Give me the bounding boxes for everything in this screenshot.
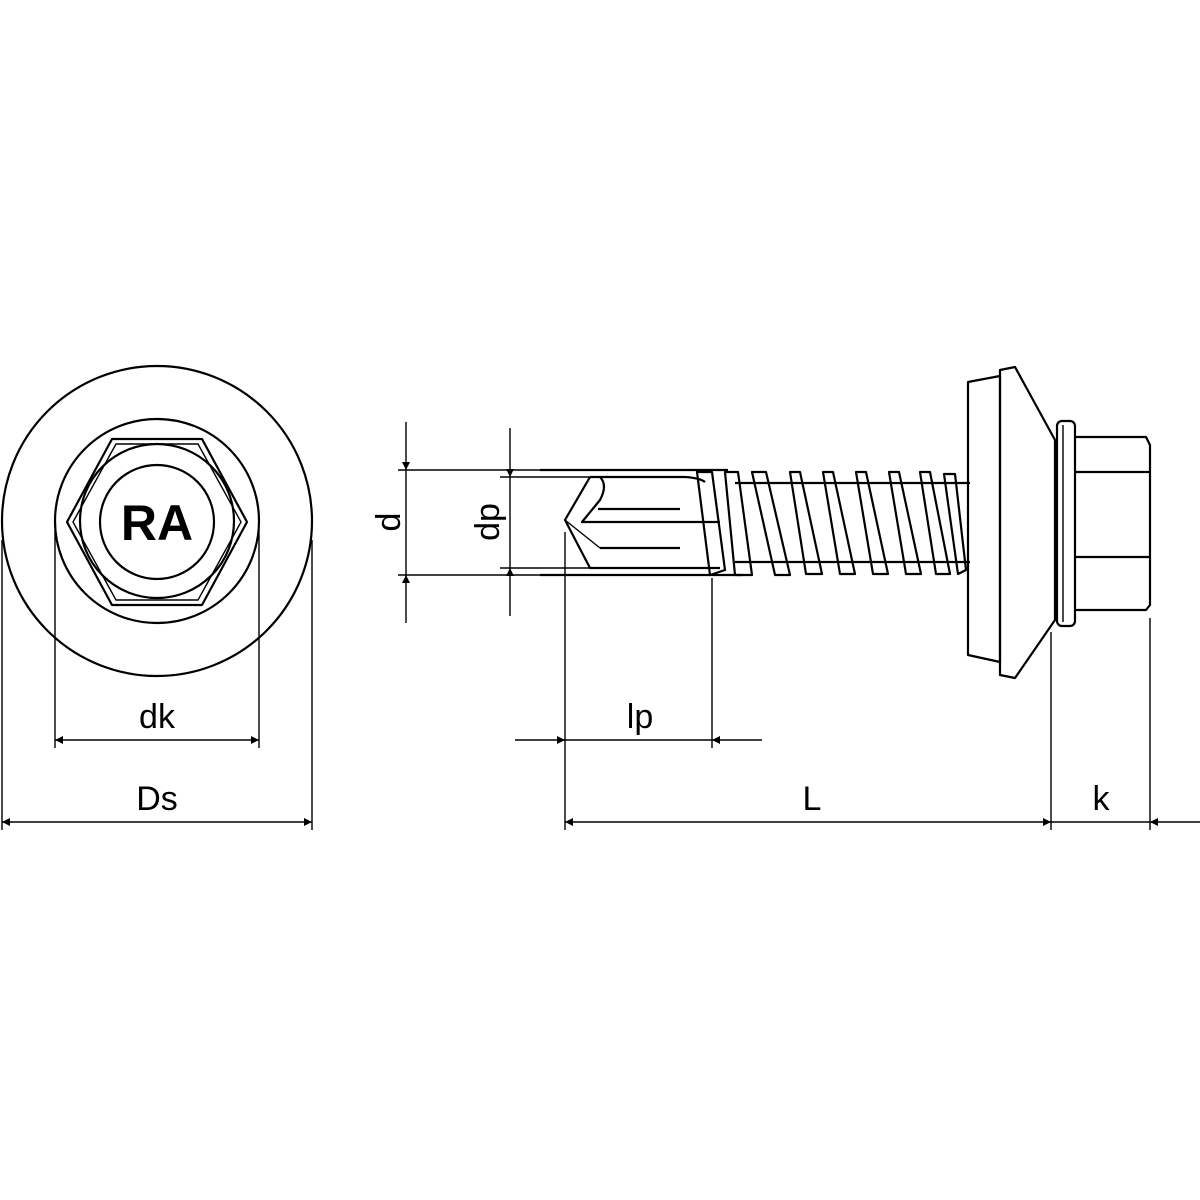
thread xyxy=(788,470,824,576)
d-label: d xyxy=(370,513,408,532)
drill-flute-edges xyxy=(598,507,680,550)
lp-label: lp xyxy=(627,698,653,736)
head-flange xyxy=(1055,419,1077,628)
marking-circle xyxy=(98,463,216,581)
ds-label: Ds xyxy=(136,780,178,818)
hex-inner xyxy=(72,443,242,601)
thread xyxy=(695,470,727,577)
metal-washer xyxy=(998,365,1057,680)
drill-tip-edge xyxy=(564,519,601,549)
side-dimensions: d dp lp L k xyxy=(370,422,1200,830)
hex-chamfer-circle xyxy=(78,442,236,600)
thread xyxy=(918,470,952,576)
thread xyxy=(887,470,923,576)
head-top-view: RA dk Ds xyxy=(0,364,314,830)
threads xyxy=(695,470,968,577)
drill-flute-top xyxy=(600,475,706,483)
l-label: L xyxy=(803,780,822,818)
thread xyxy=(942,472,968,576)
sealing-washer xyxy=(966,374,1002,664)
drill-point-outline xyxy=(563,476,720,570)
k-label: k xyxy=(1093,780,1111,818)
screw-side-view xyxy=(540,365,1152,680)
hex-outer xyxy=(65,437,249,607)
head-marking: RA xyxy=(121,495,193,551)
dk-label: dk xyxy=(139,698,176,736)
dp-label: dp xyxy=(469,503,507,541)
thread xyxy=(750,470,792,577)
thread xyxy=(723,470,754,577)
washer-outline xyxy=(0,364,314,678)
thread xyxy=(854,470,890,576)
flange-outline xyxy=(53,417,261,625)
hex-head xyxy=(1075,435,1152,612)
thread xyxy=(821,470,857,576)
